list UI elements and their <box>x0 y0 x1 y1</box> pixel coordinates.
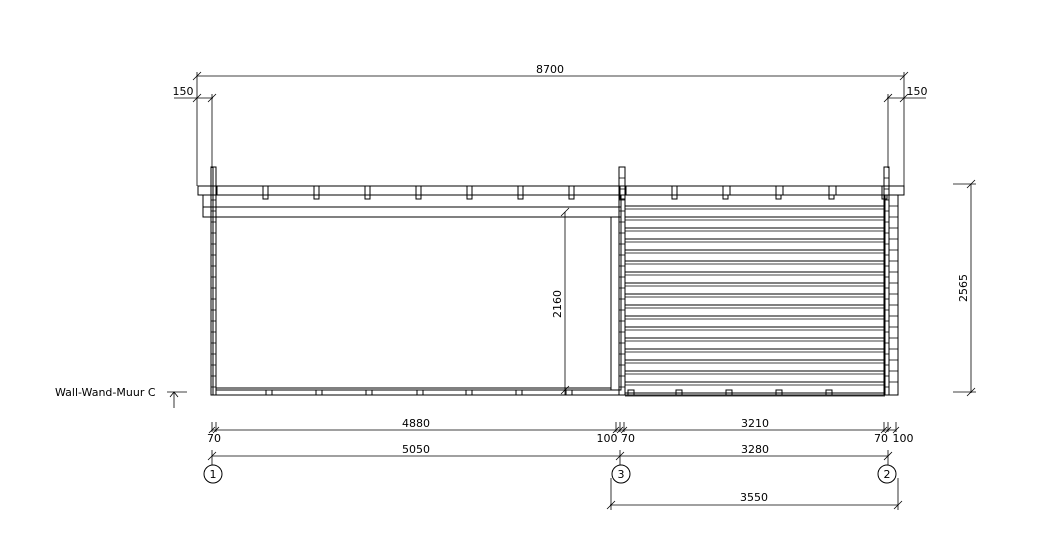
axis-1-label: 1 <box>210 468 217 481</box>
roof-board <box>729 185 777 196</box>
left-post-ticks <box>211 199 216 388</box>
roof-board <box>471 185 519 196</box>
bottom-right-label: 3550 <box>740 491 768 504</box>
wall-boards <box>625 205 885 397</box>
height-dimension: 2565 <box>953 179 976 397</box>
roof-board <box>522 185 570 196</box>
roof-board <box>267 185 315 196</box>
right-wall-section <box>624 194 886 396</box>
right-corner-post <box>883 166 899 396</box>
opening-height-label: 2160 <box>551 290 564 318</box>
dimension-tick <box>880 426 888 434</box>
bottom-block <box>515 389 523 396</box>
wall-70-c-label: 70 <box>874 432 888 445</box>
dimension-tick <box>208 426 216 434</box>
roof-board <box>369 185 417 196</box>
axis-marker-3: 3 <box>611 464 631 484</box>
row1-ticks <box>208 426 900 434</box>
overhang-left-label: 150 <box>173 85 194 98</box>
roof-fascia <box>197 185 905 218</box>
axis-left-label: 5050 <box>402 443 430 456</box>
roof-board <box>573 185 621 196</box>
opening-height-dimension: 2160 <box>551 207 570 395</box>
roof-board-notch <box>262 194 269 200</box>
dimension-tick <box>612 426 620 434</box>
roof-board <box>835 185 883 196</box>
bottom-block <box>315 389 323 396</box>
wall-label-group: Wall-Wand-Muur C <box>55 386 187 408</box>
roof-board <box>782 185 830 196</box>
dimension-tick <box>616 426 624 434</box>
roof-board-notch <box>364 194 371 200</box>
middle-post-ticks <box>619 177 625 388</box>
roof-board <box>625 185 673 196</box>
axis-marker-2: 2 <box>877 464 897 484</box>
overhang-right-dimension: 150 <box>883 85 928 168</box>
overall-width-label: 8700 <box>536 63 564 76</box>
inner-left-label: 4880 <box>402 417 430 430</box>
wall-70-a-label: 70 <box>207 432 221 445</box>
roof-board-notch <box>671 194 678 200</box>
roof-board <box>676 185 724 196</box>
left-corner-post <box>210 166 217 396</box>
axis-marker-1: 1 <box>203 464 223 484</box>
roof-board-notch <box>568 194 575 200</box>
wall-100-b-label: 100 <box>893 432 914 445</box>
overhang-right-label: 150 <box>907 85 928 98</box>
dimension-tick <box>884 426 892 434</box>
overall-dimension: 8700 <box>192 63 909 186</box>
axis-right-label: 3280 <box>741 443 769 456</box>
height-total-label: 2565 <box>957 274 970 302</box>
bottom-block <box>465 389 473 396</box>
wall-100-a-label: 100 <box>597 432 618 445</box>
roof-board-notch <box>828 194 835 200</box>
right-post-ticks <box>884 177 898 388</box>
roof-board-notch <box>415 194 422 200</box>
axis-dimension-row: 5050 3280 <box>207 443 893 465</box>
roof-board <box>216 185 264 196</box>
bottom-block <box>365 389 373 396</box>
axis-2-label: 2 <box>884 468 891 481</box>
dimension-tick <box>620 426 628 434</box>
bottom-block <box>416 389 424 396</box>
inner-right-label: 3210 <box>741 417 769 430</box>
inner-dimension-row: 4880 3210 70 100 70 70 100 <box>207 417 914 445</box>
roof-board-notch <box>517 194 524 200</box>
dimension-tick <box>212 426 220 434</box>
axis-3-label: 3 <box>618 468 625 481</box>
middle-post <box>618 166 626 396</box>
roof-board-notch <box>775 194 782 200</box>
roof-boards <box>216 185 888 200</box>
bottom-block <box>265 389 273 396</box>
bottom-right-dimension: 3550 <box>606 478 903 510</box>
roof-board <box>420 185 468 196</box>
overhang-left-dimension: 150 <box>173 85 217 168</box>
roof-board-notch <box>313 194 320 200</box>
wall-70-b-label: 70 <box>621 432 635 445</box>
roof-board-notch <box>722 194 729 200</box>
dimension-tick <box>892 426 900 434</box>
wall-name-label: Wall-Wand-Muur C <box>55 386 156 399</box>
bottom-block <box>565 389 573 396</box>
roof-board <box>318 185 366 196</box>
roof-board-notch <box>466 194 473 200</box>
